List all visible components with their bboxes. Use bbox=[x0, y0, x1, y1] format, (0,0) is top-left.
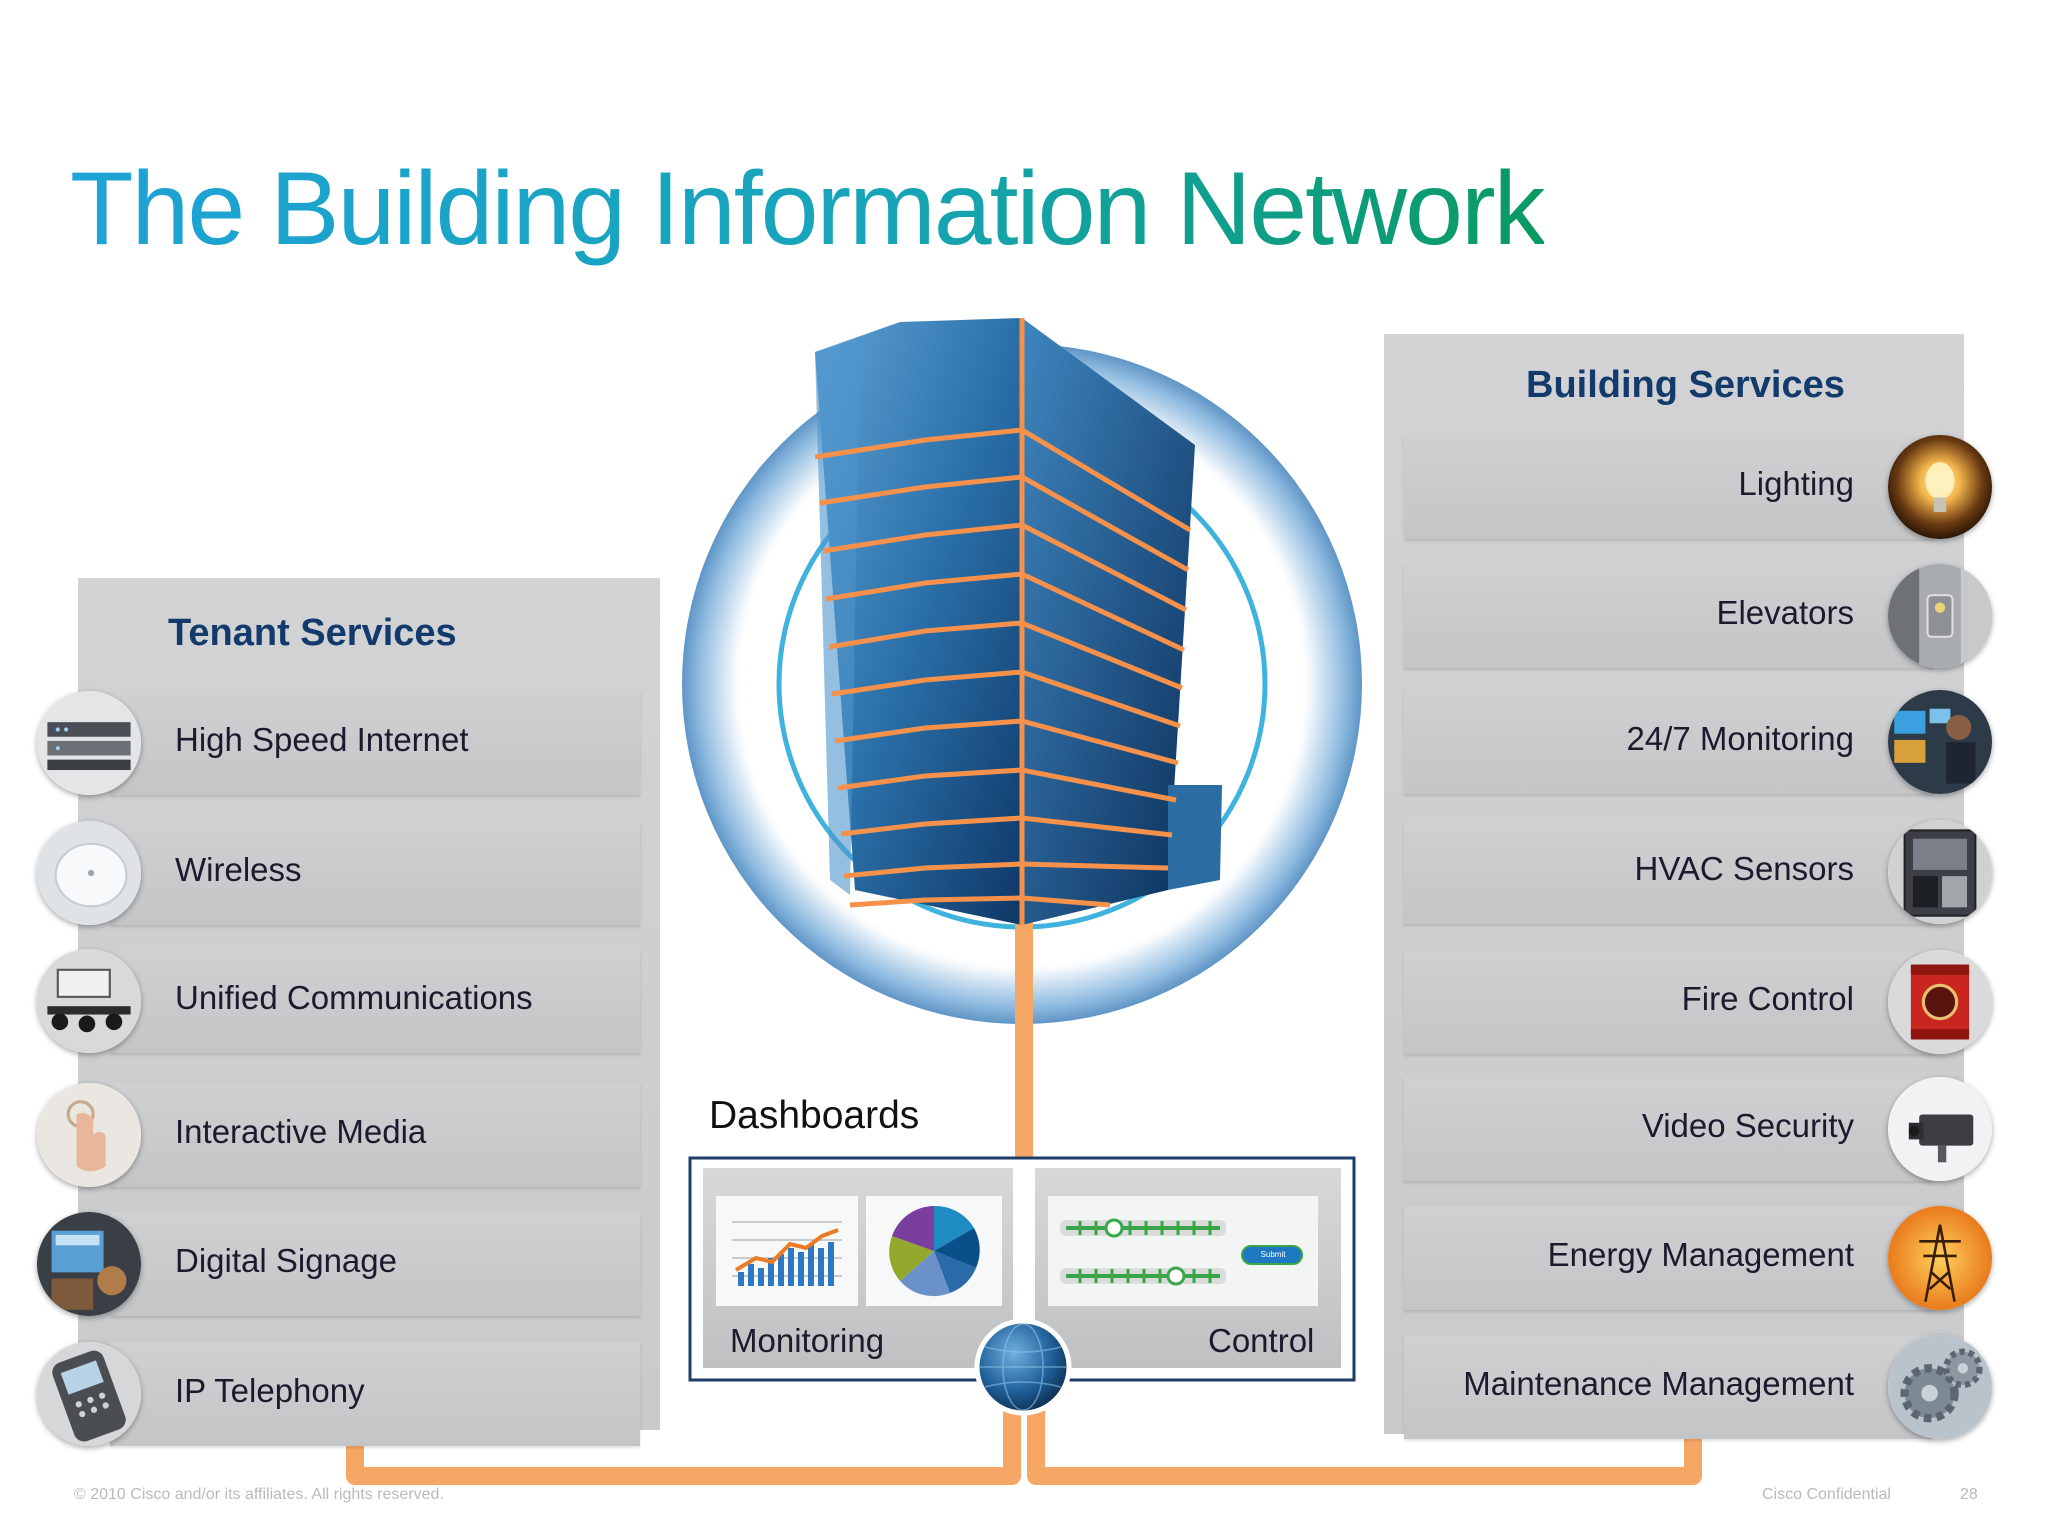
light-bulb-icon bbox=[1888, 435, 1992, 539]
power-tower-icon bbox=[1888, 1206, 1992, 1310]
tenant-service-row[interactable] bbox=[110, 949, 640, 1053]
building-illustration bbox=[814, 318, 1222, 925]
building-service-label: Energy Management bbox=[1547, 1236, 1854, 1273]
elevator-button-icon bbox=[1888, 564, 1992, 668]
building-service-row[interactable] bbox=[1404, 690, 1934, 794]
building-service-row[interactable] bbox=[1404, 820, 1934, 924]
building-service-row[interactable] bbox=[1404, 1077, 1934, 1181]
building-service-label: Maintenance Management bbox=[1463, 1365, 1854, 1402]
tenant-service-label: Wireless bbox=[175, 851, 302, 888]
building-service-label: Elevators bbox=[1716, 594, 1854, 631]
building-service-row[interactable] bbox=[1404, 1206, 1934, 1310]
control-label: Control bbox=[1208, 1322, 1315, 1359]
tenant-service-row[interactable] bbox=[110, 1212, 640, 1316]
ip-phone-icon bbox=[37, 1342, 141, 1446]
confidential-label: Cisco Confidential bbox=[1762, 1486, 1891, 1503]
building-service-label: 24/7 Monitoring bbox=[1626, 720, 1854, 757]
line-chart-icon bbox=[716, 1196, 858, 1306]
tenant-service-row[interactable] bbox=[110, 1342, 640, 1446]
connector-lines bbox=[346, 900, 1702, 1485]
tenant-service-row[interactable] bbox=[110, 821, 640, 925]
monitoring-operator-icon bbox=[1888, 690, 1992, 794]
security-camera-icon bbox=[1888, 1077, 1992, 1181]
building-services-title: Building Services bbox=[1526, 364, 1845, 406]
gears-icon bbox=[1888, 1335, 1992, 1439]
page-title: The Building Information Network bbox=[70, 151, 1546, 267]
tenant-service-label: High Speed Internet bbox=[175, 721, 469, 758]
building-service-label: Fire Control bbox=[1681, 980, 1854, 1017]
copyright-text: © 2010 Cisco and/or its affiliates. All … bbox=[74, 1486, 444, 1503]
building-service-row[interactable] bbox=[1404, 435, 1934, 539]
fire-alarm-icon bbox=[1888, 950, 1992, 1054]
submit-button: Submit bbox=[1260, 1250, 1286, 1259]
conference-room-icon bbox=[37, 949, 141, 1053]
tenant-service-label: Digital Signage bbox=[175, 1242, 397, 1279]
tenant-service-row[interactable] bbox=[110, 1083, 640, 1187]
page-number: 28 bbox=[1960, 1486, 1978, 1503]
tenant-services-title: Tenant Services bbox=[168, 612, 457, 654]
pie-chart-icon bbox=[866, 1196, 1002, 1306]
touch-finger-icon bbox=[37, 1083, 141, 1187]
digital-signage-icon bbox=[37, 1212, 141, 1316]
building-service-label: Video Security bbox=[1641, 1107, 1854, 1144]
tenant-service-label: Interactive Media bbox=[175, 1113, 427, 1150]
tenant-service-label: Unified Communications bbox=[175, 979, 533, 1016]
building-service-row[interactable] bbox=[1404, 1335, 1934, 1439]
building-service-row[interactable] bbox=[1404, 950, 1934, 1054]
building-service-label: HVAC Sensors bbox=[1634, 850, 1854, 887]
control-sliders-icon bbox=[1048, 1196, 1318, 1306]
wireless-access-point-icon bbox=[37, 821, 141, 925]
hvac-panel-icon bbox=[1888, 820, 1992, 924]
server-rack-icon bbox=[37, 691, 141, 795]
building-service-row[interactable] bbox=[1404, 564, 1934, 668]
monitoring-label: Monitoring bbox=[730, 1322, 885, 1359]
dashboards-title: Dashboards bbox=[709, 1094, 920, 1137]
building-service-label: Lighting bbox=[1738, 465, 1854, 502]
tenant-service-label: IP Telephony bbox=[175, 1372, 365, 1409]
tenant-service-row[interactable] bbox=[110, 691, 640, 795]
